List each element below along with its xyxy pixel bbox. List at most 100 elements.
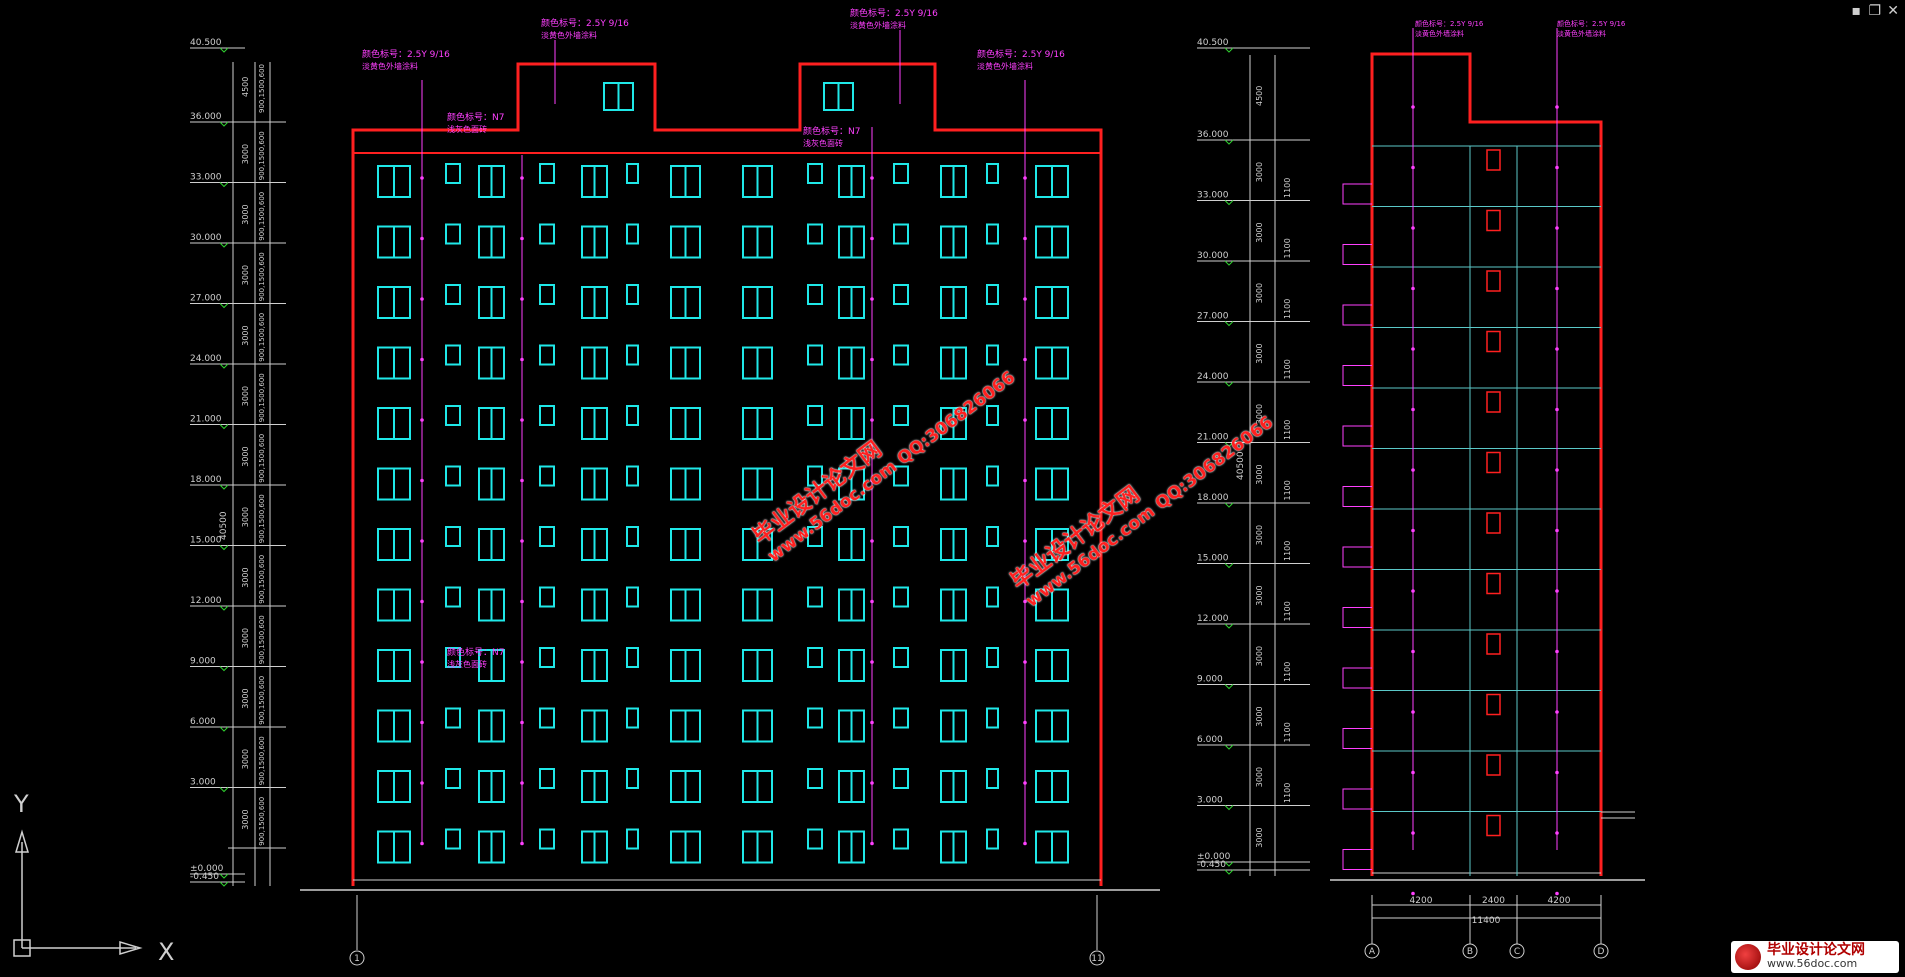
level-label: 24.000 [190, 354, 222, 364]
window [807, 707, 823, 729]
note-point [420, 357, 424, 362]
minimize-icon[interactable]: ▪ [1851, 3, 1862, 19]
level-symbol [219, 121, 229, 127]
level-symbol [1224, 200, 1234, 206]
note-point [870, 236, 874, 241]
dim-label: 900,1500,600 [258, 313, 266, 362]
level-label: 21.000 [190, 415, 222, 425]
window [626, 223, 639, 245]
dim-label: 1100 [1283, 541, 1292, 561]
level-label: 12.000 [1197, 614, 1229, 624]
color-note: 颜色标号：2.5Y 9/16 [362, 48, 450, 60]
balcony [1342, 244, 1372, 265]
dim-label: 1100 [1283, 601, 1292, 621]
level-label: 12.000 [190, 596, 222, 606]
window [807, 647, 823, 668]
color-note: 颜色标号：2.5Y 9/16 [977, 48, 1065, 60]
note-point [1411, 589, 1415, 593]
window [986, 344, 999, 366]
restore-icon[interactable]: ❐ [1868, 3, 1881, 19]
color-note: 浅灰色面砖 [447, 124, 487, 134]
window [986, 768, 999, 789]
close-icon[interactable]: ✕ [1887, 3, 1899, 19]
color-note: 颜色标号：2.5Y 9/16 [541, 17, 629, 29]
level-symbol [219, 726, 229, 732]
note-point [520, 781, 524, 785]
level-label: 36.000 [1197, 130, 1229, 140]
note-point [1411, 165, 1415, 170]
dim-label: 1100 [1283, 359, 1292, 379]
note-point [420, 176, 424, 180]
dim-label: 3000 [1255, 646, 1264, 666]
window [986, 586, 999, 608]
color-note: 浅灰色面砖 [803, 138, 843, 148]
window [539, 344, 555, 366]
level-label: 30.000 [190, 233, 222, 243]
balcony [1342, 183, 1372, 205]
note-point [1023, 478, 1027, 483]
dim-label: 900,1500,600 [258, 676, 266, 725]
balcony [1342, 486, 1372, 507]
window [626, 586, 639, 608]
window [539, 707, 555, 729]
balcony [1342, 849, 1372, 870]
window [807, 223, 823, 245]
level-symbol [219, 424, 229, 430]
level-label: 40.500 [190, 38, 222, 48]
window [986, 223, 999, 245]
level-label: 6.000 [190, 717, 216, 727]
level-symbol [1224, 260, 1234, 266]
level-symbol [1224, 442, 1234, 448]
window [807, 465, 823, 487]
ucs-y-label: Y [13, 790, 29, 818]
note-point [1555, 347, 1559, 351]
axis-bubble [1364, 943, 1380, 959]
note-point [1023, 539, 1027, 543]
color-note: 浅灰色面砖 [447, 659, 487, 669]
axis-bubble [1593, 943, 1609, 959]
note-point [1411, 407, 1415, 412]
window [986, 163, 999, 184]
note-point [1023, 781, 1027, 785]
level-symbol [1224, 869, 1234, 875]
note-point [1023, 418, 1027, 422]
window [807, 768, 823, 789]
note-point [1023, 297, 1027, 301]
axis-label: 11 [1091, 954, 1102, 964]
dim-label: 3000 [241, 688, 250, 708]
dim-label: 900,1500,600 [258, 797, 266, 846]
window [893, 647, 909, 668]
note-point [1555, 589, 1559, 593]
window [1486, 391, 1501, 413]
dim-label: 900,1500,600 [258, 373, 266, 422]
note-point [520, 599, 524, 604]
dim-label: 3000 [1255, 343, 1264, 363]
level-symbol [219, 363, 229, 369]
level-symbol [1224, 502, 1234, 508]
window [807, 405, 823, 426]
dim-label: 900,1500,600 [258, 131, 266, 180]
window [539, 163, 555, 184]
window [807, 526, 823, 547]
balcony [1342, 365, 1372, 386]
logo-url: www.56doc.com [1767, 957, 1858, 970]
level-label: 27.000 [190, 294, 222, 304]
note-point [1555, 710, 1559, 714]
note-point [520, 539, 524, 543]
note-point [520, 720, 524, 725]
note-point [870, 720, 874, 725]
dim-label: 2400 [1482, 896, 1505, 906]
note-point [1023, 660, 1027, 664]
window [539, 526, 555, 547]
window [807, 163, 823, 184]
window [1486, 814, 1501, 837]
note-point [1555, 226, 1559, 230]
dim-label: 3000 [241, 749, 250, 769]
note-point [1023, 357, 1027, 362]
dim-label: 3000 [241, 325, 250, 345]
note-point [420, 478, 424, 483]
window [807, 284, 823, 305]
note-point [1555, 165, 1559, 170]
dim-label: 3000 [1255, 464, 1264, 484]
